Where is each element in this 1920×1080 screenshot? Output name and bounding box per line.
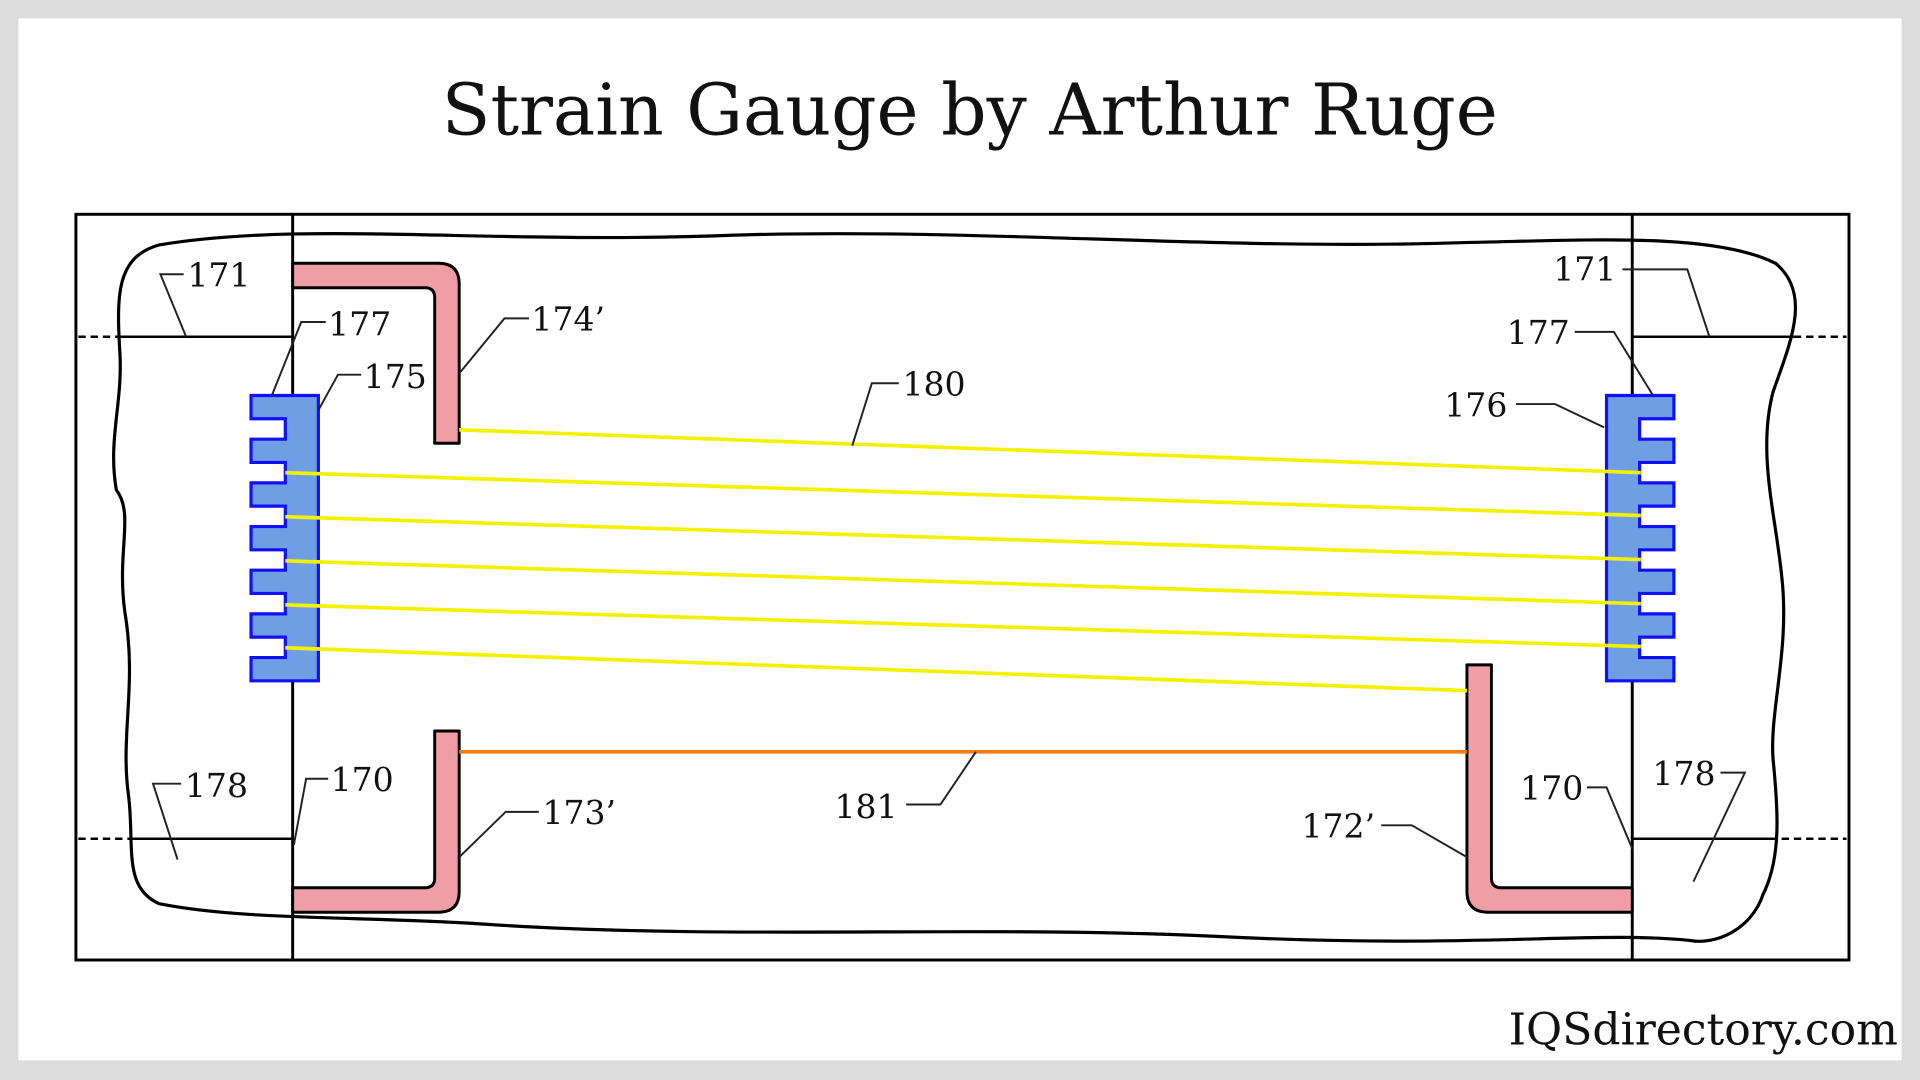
label-171-right: 171 (1553, 249, 1616, 288)
grid-wires (285, 427, 1641, 693)
leader-lines (151, 268, 1747, 883)
conductor-173 (291, 729, 461, 914)
label-170-right: 170 (1520, 769, 1583, 808)
outer-frame (74, 212, 1851, 962)
section-lines (78, 335, 1847, 840)
label-173-prime: 173’ (542, 793, 616, 832)
label-180: 180 (902, 365, 965, 404)
label-176: 176 (1444, 385, 1507, 424)
label-178-left: 178 (185, 766, 248, 805)
specimen-outline (112, 232, 1798, 943)
terminal-comb-left (249, 393, 320, 683)
label-175: 175 (364, 357, 427, 396)
label-170-left: 170 (331, 760, 394, 799)
label-177-left: 177 (328, 305, 391, 344)
conductor-172 (1465, 663, 1634, 914)
diagram-title: Strain Gauge by Arthur Ruge (442, 69, 1498, 152)
label-174-prime: 174’ (531, 300, 605, 339)
brand-watermark: IQSdirectory.com (1509, 1004, 1898, 1055)
terminal-comb-right (1604, 393, 1676, 683)
label-177-right: 177 (1507, 313, 1570, 352)
label-181: 181 (834, 787, 897, 826)
label-171-left: 171 (187, 256, 250, 295)
label-178-right: 178 (1652, 754, 1715, 793)
conductor-174 (291, 261, 461, 445)
label-172-prime: 172’ (1302, 807, 1376, 846)
